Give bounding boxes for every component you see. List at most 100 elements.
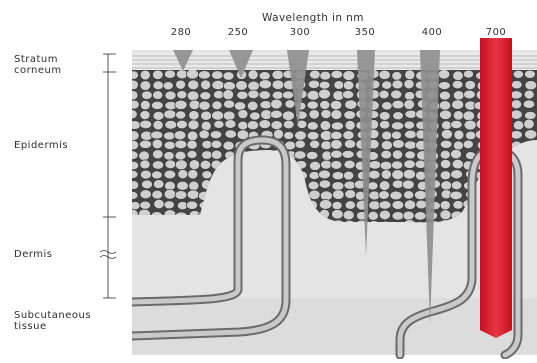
epidermis-cell bbox=[333, 190, 345, 200]
epidermis-cell bbox=[201, 121, 211, 131]
epidermis-cell bbox=[345, 100, 357, 109]
epidermis-cell bbox=[223, 141, 234, 150]
epidermis-cell bbox=[175, 191, 187, 200]
epidermis-cell bbox=[306, 151, 318, 159]
layer-label-epidermis: Epidermis bbox=[14, 140, 68, 151]
epidermis-cell bbox=[524, 90, 534, 99]
epidermis-cell bbox=[439, 91, 450, 100]
epidermis-cell bbox=[225, 120, 236, 129]
epidermis-cell bbox=[511, 110, 523, 119]
epidermis-cell bbox=[511, 100, 522, 109]
epidermis-cell bbox=[283, 120, 294, 129]
epidermis-cell bbox=[463, 70, 473, 78]
epidermis-cell bbox=[248, 81, 260, 91]
epidermis-cell bbox=[440, 110, 452, 120]
epidermis-cell bbox=[175, 140, 187, 149]
epidermis-cell bbox=[392, 100, 404, 109]
epidermis-cell bbox=[153, 111, 164, 120]
epidermis-cell bbox=[510, 91, 522, 99]
epidermis-cell bbox=[307, 122, 318, 130]
epidermis-cell bbox=[187, 190, 199, 199]
epidermis-cell bbox=[319, 170, 331, 179]
epidermis-cell bbox=[153, 180, 164, 189]
epidermis-cell bbox=[404, 130, 416, 138]
epidermis-cell bbox=[248, 70, 258, 80]
epidermis-cell bbox=[524, 119, 535, 129]
epidermis-cell bbox=[271, 99, 283, 109]
epidermis-cell bbox=[189, 100, 200, 110]
wavelength-label-400: 400 bbox=[422, 27, 443, 38]
epidermis-cell bbox=[164, 201, 174, 209]
wavelength-label-280: 280 bbox=[171, 27, 192, 38]
epidermis-cell bbox=[463, 140, 473, 149]
epidermis-cell bbox=[453, 91, 464, 100]
epidermis-cell bbox=[332, 182, 344, 191]
epidermis-cell bbox=[151, 101, 163, 109]
epidermis-cell bbox=[212, 111, 224, 120]
wavelength-axis-title: Wavelength in nm bbox=[262, 12, 364, 24]
wavelength-label-700: 700 bbox=[486, 27, 507, 38]
epidermis-cell bbox=[466, 131, 476, 139]
epidermis-cell bbox=[403, 211, 414, 220]
epidermis-cell bbox=[382, 102, 393, 110]
epidermis-cell bbox=[439, 101, 450, 111]
epidermis-cell bbox=[369, 161, 381, 169]
wavelength-label-300: 300 bbox=[290, 27, 311, 38]
epidermis-cell bbox=[199, 130, 209, 139]
epidermis-cell bbox=[379, 210, 390, 220]
epidermis-cell bbox=[404, 191, 414, 199]
epidermis-cell bbox=[342, 91, 353, 99]
epidermis-cell bbox=[404, 160, 416, 169]
epidermis-cell bbox=[392, 180, 403, 188]
epidermis-cell bbox=[391, 122, 403, 130]
epidermis-cell bbox=[321, 160, 332, 169]
epidermis-cell bbox=[139, 140, 151, 148]
epidermis-cell bbox=[402, 180, 414, 189]
epidermis-cell bbox=[392, 72, 402, 81]
epidermis-cell bbox=[511, 81, 522, 89]
epidermis-cell bbox=[319, 89, 331, 99]
epidermis-cell bbox=[451, 181, 462, 190]
epidermis-cell bbox=[224, 100, 235, 108]
epidermis-cell bbox=[390, 191, 402, 200]
epidermis-cell bbox=[391, 131, 401, 139]
epidermis-cell bbox=[320, 191, 332, 201]
epidermis-cell bbox=[391, 161, 402, 169]
epidermis-cell bbox=[140, 110, 150, 119]
epidermis-cell bbox=[343, 210, 354, 220]
epidermis-cell bbox=[440, 171, 451, 180]
epidermis-cell bbox=[392, 201, 404, 210]
epidermis-cell bbox=[186, 69, 198, 79]
epidermis-cell bbox=[140, 120, 152, 129]
epidermis-cell bbox=[142, 180, 153, 189]
epidermis-cell bbox=[175, 151, 186, 160]
epidermis-cell bbox=[345, 190, 356, 199]
epidermis-cell bbox=[451, 170, 463, 179]
epidermis-cell bbox=[331, 110, 342, 120]
epidermis-cell bbox=[343, 71, 355, 81]
epidermis-cell bbox=[202, 140, 212, 148]
epidermis-cell bbox=[344, 140, 355, 149]
epidermis-cell bbox=[165, 160, 176, 169]
epidermis-cell bbox=[164, 110, 176, 119]
epidermis-cell bbox=[176, 80, 186, 89]
epidermis-cell bbox=[284, 132, 294, 140]
epidermis-cell bbox=[175, 160, 187, 170]
epidermis-cell bbox=[212, 71, 224, 80]
epidermis-cell bbox=[198, 71, 210, 79]
epidermis-cell bbox=[237, 91, 248, 99]
epidermis-cell bbox=[393, 112, 404, 120]
epidermis-cell bbox=[238, 109, 248, 118]
epidermis-cell bbox=[308, 80, 320, 88]
wavelength-label-250: 250 bbox=[228, 27, 249, 38]
epidermis-cell bbox=[320, 121, 331, 131]
epidermis-cell bbox=[405, 110, 417, 118]
epidermis-cell bbox=[379, 201, 391, 209]
epidermis-cell bbox=[259, 120, 271, 129]
epidermis-cell bbox=[392, 170, 404, 180]
layer-label-subcutaneous-tissue: Subcutaneous tissue bbox=[14, 310, 91, 332]
epidermis-cell bbox=[212, 101, 222, 110]
epidermis-cell bbox=[187, 91, 199, 101]
epidermis-cell bbox=[392, 212, 404, 220]
epidermis-cell bbox=[163, 82, 173, 90]
